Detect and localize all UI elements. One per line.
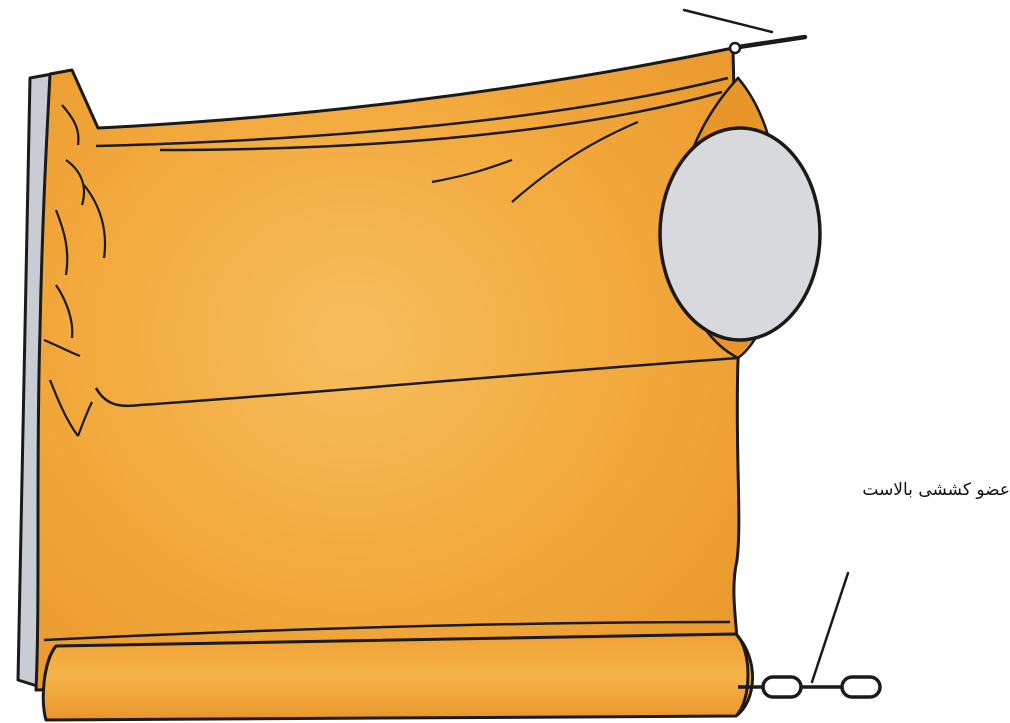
ellipse-float-icon [660,128,820,340]
mooring-line [684,10,772,32]
chain-link-icon [842,677,880,697]
callout-leader-line [812,573,848,682]
connector-shackle [730,43,740,53]
ballast-tension-member-label: عضو کششی بالاست [905,480,1010,500]
tension-cable [732,37,805,48]
chain-link-icon [763,677,801,697]
ballast-pocket [43,634,752,720]
